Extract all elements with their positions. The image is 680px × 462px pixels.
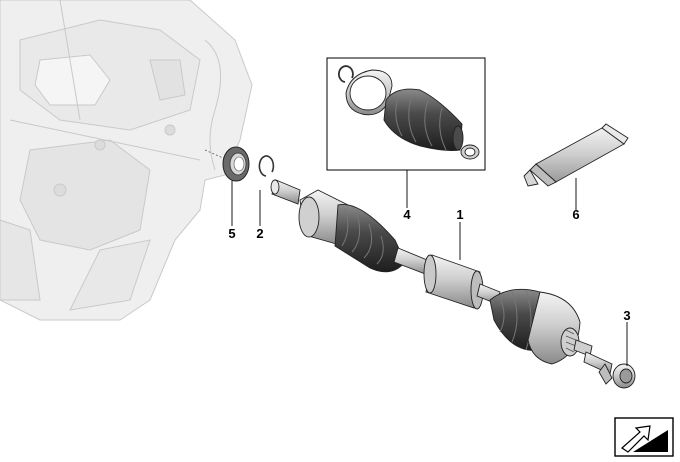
boot-kit-frame	[326, 57, 486, 171]
leader-lines	[231, 170, 628, 366]
shaft-seal	[222, 146, 250, 182]
callout-3: 3	[623, 308, 630, 323]
arrow-icon	[614, 417, 674, 457]
callout-2: 2	[256, 226, 263, 241]
callout-5: 5	[228, 226, 235, 241]
grease-tube	[523, 123, 629, 187]
collar-bolt	[583, 351, 636, 389]
callout-6: 6	[572, 207, 579, 222]
callout-1: 1	[456, 207, 463, 222]
boot-kit	[338, 65, 480, 160]
callout-4: 4	[403, 207, 411, 222]
circlip	[258, 155, 275, 177]
transmission-housing	[0, 0, 253, 321]
drive-shaft	[270, 179, 593, 365]
